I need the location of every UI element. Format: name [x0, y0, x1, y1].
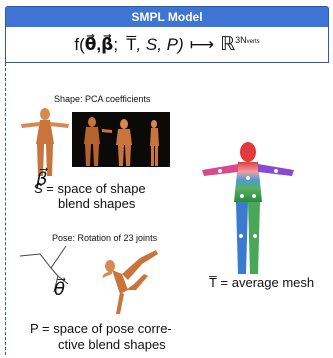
shape-label-line2: blend shapes — [58, 196, 178, 211]
pose-theta-symbol: θ⃗ — [54, 282, 65, 297]
formula: f( θ⃗ , β⃗ ; T̅ , S, P) ⟼ ℝ 3Nverts — [5, 27, 329, 63]
shape-variations-image — [72, 112, 170, 167]
shape-caption: Shape: PCA coefficients — [54, 94, 150, 104]
formula-exponent-main: 3N — [235, 35, 247, 45]
left-dashed-border — [5, 63, 6, 355]
shape-figure-rest — [18, 106, 73, 178]
formula-theta: θ⃗ — [85, 35, 97, 55]
pose-skeleton — [18, 242, 88, 302]
formula-space: ℝ — [220, 33, 235, 56]
formula-tbar: T̅ — [126, 35, 136, 55]
template-label: T̅ = average mesh — [209, 275, 329, 290]
formula-arrow: ⟼ — [190, 35, 214, 55]
formula-exponent-sub: verts — [247, 39, 260, 45]
pose-label-line1: P = space of pose corre- — [30, 321, 200, 336]
header-title: SMPL Model — [5, 6, 329, 28]
formula-args: , S, P) — [136, 35, 183, 55]
formula-semicolon: ; — [113, 35, 118, 55]
pose-figure — [94, 244, 166, 316]
formula-beta: β⃗ — [101, 35, 113, 55]
template-mesh — [198, 140, 298, 280]
pose-label-line2: ctive blend shapes — [58, 337, 198, 352]
formula-exponent: 3Nverts — [235, 35, 260, 45]
shape-label-line1: S = space of shape — [34, 181, 174, 196]
formula-lhs: f( — [74, 35, 84, 55]
